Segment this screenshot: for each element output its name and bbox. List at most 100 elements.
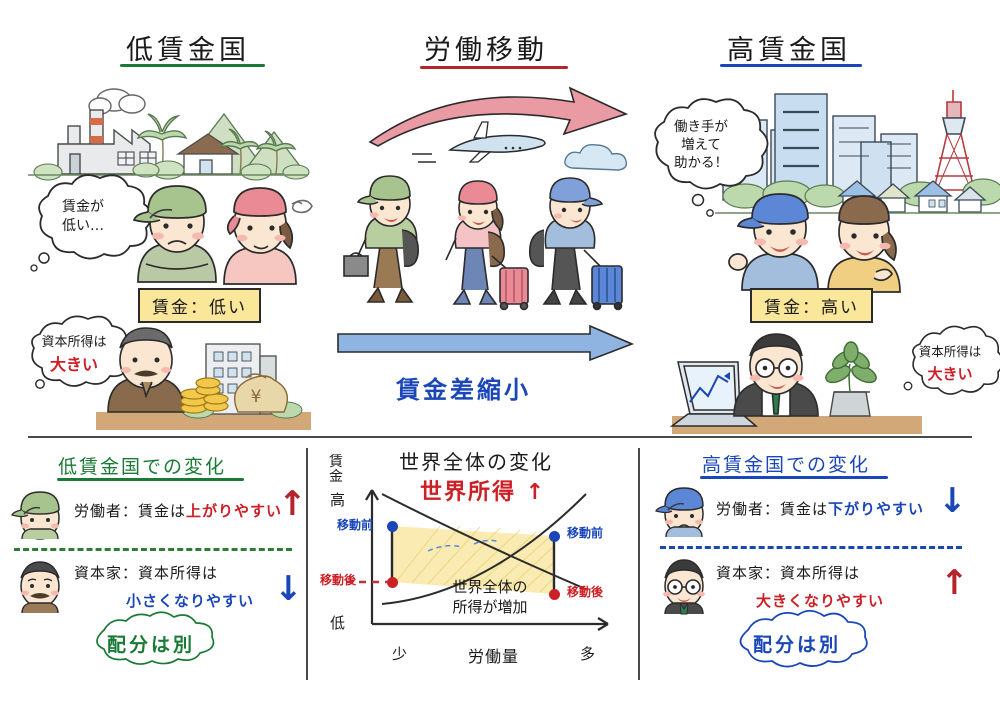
bottom-right-row-1-highlight: 大きくなりやすい — [756, 592, 885, 610]
left-worker-thought-bubble — [30, 174, 153, 272]
chart-curve-upward — [381, 493, 587, 605]
bottom-left-divider — [14, 548, 292, 551]
hair-icon — [838, 195, 890, 225]
right-wage-label: 賃金：高い — [750, 288, 873, 323]
worker-body — [741, 253, 819, 291]
smoke-icon — [88, 88, 146, 115]
desk — [96, 412, 311, 430]
right-panel-title-underline — [720, 64, 862, 67]
capitalist-glasses-avatar — [663, 559, 705, 615]
cap-icon — [369, 175, 411, 201]
house-icon — [175, 133, 241, 175]
left-wage-label: 賃金：低い — [138, 288, 261, 323]
center-panel-title-underline — [420, 66, 568, 69]
bottom-right-row-0-highlight: 下がりやすい — [828, 500, 925, 518]
right-scene-illustration — [715, 90, 1000, 214]
wage-gap-arrow-blue — [337, 324, 635, 362]
right-capitalist-thought-bubble — [903, 325, 1000, 395]
bottom-left-row-0-arrow: ↑ — [278, 484, 307, 524]
horizontal-divider — [28, 436, 972, 438]
travelers-illustration — [343, 175, 623, 311]
wage-gap-caption: 賃金差縮小 — [396, 376, 531, 404]
chart-label-before-left: 移動前 — [337, 518, 374, 532]
vertical-divider-right — [638, 448, 640, 680]
chart-ytick-high: 高 — [330, 491, 346, 509]
right-capitalist-thought-line1: 資本所得は — [918, 344, 982, 359]
gloom-swirl-icon — [291, 199, 313, 214]
bandana-icon — [458, 180, 498, 205]
left-panel-title-underline — [120, 64, 265, 67]
right-capitalist-thought-line2: 大きい — [927, 365, 973, 383]
left-capitalist-illustration: ¥ — [96, 327, 311, 430]
left-capitalist-thought-line2: 大きい — [49, 355, 98, 374]
chart-curve-downward — [381, 493, 589, 591]
bottom-right-title-underline — [700, 476, 888, 479]
left-scene-illustration — [28, 88, 310, 181]
palm-tree-icon — [136, 113, 297, 175]
worker-blue-cap-avatar — [655, 487, 704, 538]
chart-label-before-right: 移動前 — [567, 526, 604, 540]
mustache-icon — [134, 370, 158, 377]
mustache-icon — [30, 593, 50, 599]
bottom-right-row-1-arrow: ↑ — [940, 563, 969, 603]
right-capitalist-illustration — [669, 333, 922, 434]
chart-marker-after-right — [549, 589, 560, 600]
bottom-left-title-underline — [57, 478, 244, 481]
backpack-icon — [528, 229, 545, 268]
left-capitalist-thought-line1: 資本所得は — [41, 335, 107, 350]
hands-icon — [873, 268, 894, 282]
right-worker-thought-bubble — [654, 98, 769, 217]
bottom-left-footer-cloud-text: 配分は別 — [107, 634, 196, 656]
world-change-chart — [346, 489, 609, 631]
chart-xtick-many: 多 — [580, 645, 596, 663]
backpack-icon — [401, 229, 419, 268]
traveler-icon — [445, 180, 529, 311]
bottom-left-row-1-prefix: 資本家：資本所得は — [74, 564, 219, 582]
cap-icon — [751, 193, 809, 225]
vertical-divider-left — [306, 448, 308, 680]
chart-marker-after-left — [387, 577, 398, 588]
glasses-icon — [755, 358, 798, 378]
chart-label-after-right: 移動後 — [567, 585, 604, 599]
capitalist-mustache-avatar — [20, 561, 60, 614]
laptop-icon — [669, 361, 759, 427]
left-capitalist-thought-bubble — [31, 315, 133, 389]
bottom-left-row-1-highlight: 小さくなりやすい — [126, 592, 255, 610]
bottom-left-row-0-text: 労働者：賃金は上がりやすい — [74, 500, 282, 521]
bottom-left-title: 低賃金国での変化 — [58, 456, 227, 478]
left-worker-thought-text: 賃金が 低い… — [62, 199, 104, 234]
migration-arrow-red — [368, 86, 629, 147]
bottom-right-row-0-text: 労働者：賃金は下がりやすい — [716, 498, 924, 519]
chart-xtick-few: 少 — [392, 645, 408, 663]
bandana-icon — [233, 187, 287, 217]
coins-icon — [180, 377, 229, 414]
chart-marker-before-left — [387, 521, 398, 532]
airplane-icon — [447, 121, 546, 163]
left-workers-illustration — [132, 185, 313, 285]
bottom-right-footer-cloud — [739, 609, 868, 668]
center-panel-title: 労働移動 — [424, 35, 548, 66]
bottom-right-row-0-arrow: ↓ — [938, 481, 967, 521]
chart-subtitle: 世界所得 ↑ — [420, 480, 547, 505]
bottom-right-divider — [660, 546, 962, 549]
bottom-right-title: 高賃金国での変化 — [702, 454, 871, 476]
bottom-right-row-1-prefix: 資本家：資本所得は — [716, 564, 861, 582]
chart-xlabel: 労働量 — [468, 647, 520, 666]
money-bag-icon: ¥ — [234, 373, 288, 413]
backpack-icon — [487, 231, 505, 268]
chart-title: 世界全体の変化 — [399, 450, 553, 474]
worker-green-cap-avatar — [11, 491, 60, 540]
window-icon — [117, 151, 157, 166]
plant-pot-icon — [825, 341, 877, 417]
chart-label-after-left: 移動後 — [320, 573, 357, 587]
bottom-left-row-0-highlight: 上がりやすい — [186, 502, 283, 520]
chart-shaded-region-label: 世界全体の 所得が増加 — [452, 578, 528, 616]
svg-text:¥: ¥ — [251, 387, 262, 407]
tv-tower-icon — [932, 90, 976, 195]
bottom-left-row-0-prefix: 労働者：賃金は — [74, 502, 187, 520]
right-workers-illustration — [728, 193, 901, 293]
bottom-right-row-0-prefix: 労働者：賃金は — [716, 500, 829, 518]
hair-icon — [119, 327, 173, 349]
hair-icon — [749, 333, 803, 357]
